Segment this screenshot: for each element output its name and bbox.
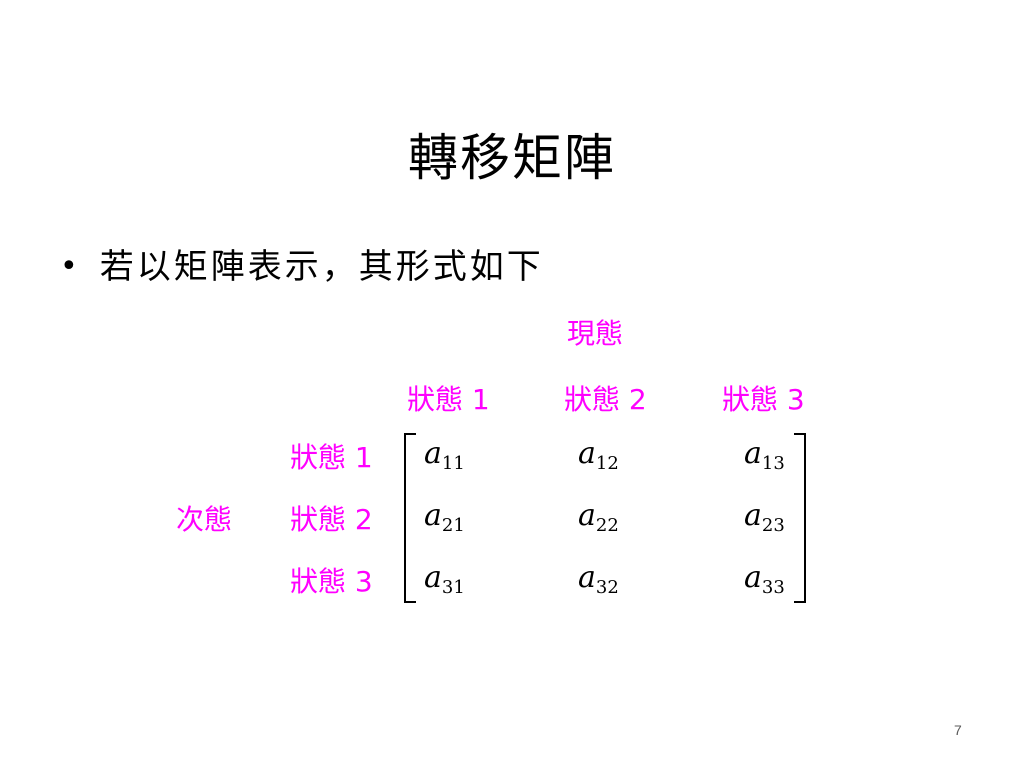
row-label-2: 狀態 2 bbox=[290, 503, 373, 536]
matrix-right-bracket bbox=[794, 433, 806, 603]
row-label-3: 狀態 3 bbox=[290, 565, 373, 598]
matrix-left-bracket bbox=[404, 433, 416, 603]
matrix-cell-a13: a13 bbox=[744, 436, 785, 475]
page-number: 7 bbox=[954, 722, 962, 738]
matrix-cell-a33: a33 bbox=[744, 560, 785, 599]
matrix-cell-a23: a23 bbox=[744, 498, 785, 537]
column-label-2: 狀態 2 bbox=[564, 383, 647, 416]
bullet-text: 若以矩陣表示，其形式如下 bbox=[99, 247, 544, 287]
row-label-1: 狀態 1 bbox=[290, 441, 373, 474]
matrix-cell-a32: a32 bbox=[578, 560, 619, 599]
row-header-label: 次態 bbox=[176, 503, 233, 536]
matrix-cell-a12: a12 bbox=[578, 436, 619, 475]
column-label-1: 狀態 1 bbox=[407, 383, 490, 416]
bullet-item: • 若以矩陣表示，其形式如下 bbox=[60, 242, 544, 292]
matrix-cell-a11: a11 bbox=[424, 436, 465, 475]
column-header-label: 現態 bbox=[567, 317, 624, 350]
matrix-cell-a22: a22 bbox=[578, 498, 619, 537]
matrix-cell-a21: a21 bbox=[424, 498, 465, 537]
slide-title: 轉移矩陣 bbox=[408, 129, 616, 187]
column-label-3: 狀態 3 bbox=[722, 383, 805, 416]
matrix-cell-a31: a31 bbox=[424, 560, 465, 599]
bullet-icon: • bbox=[60, 249, 78, 284]
